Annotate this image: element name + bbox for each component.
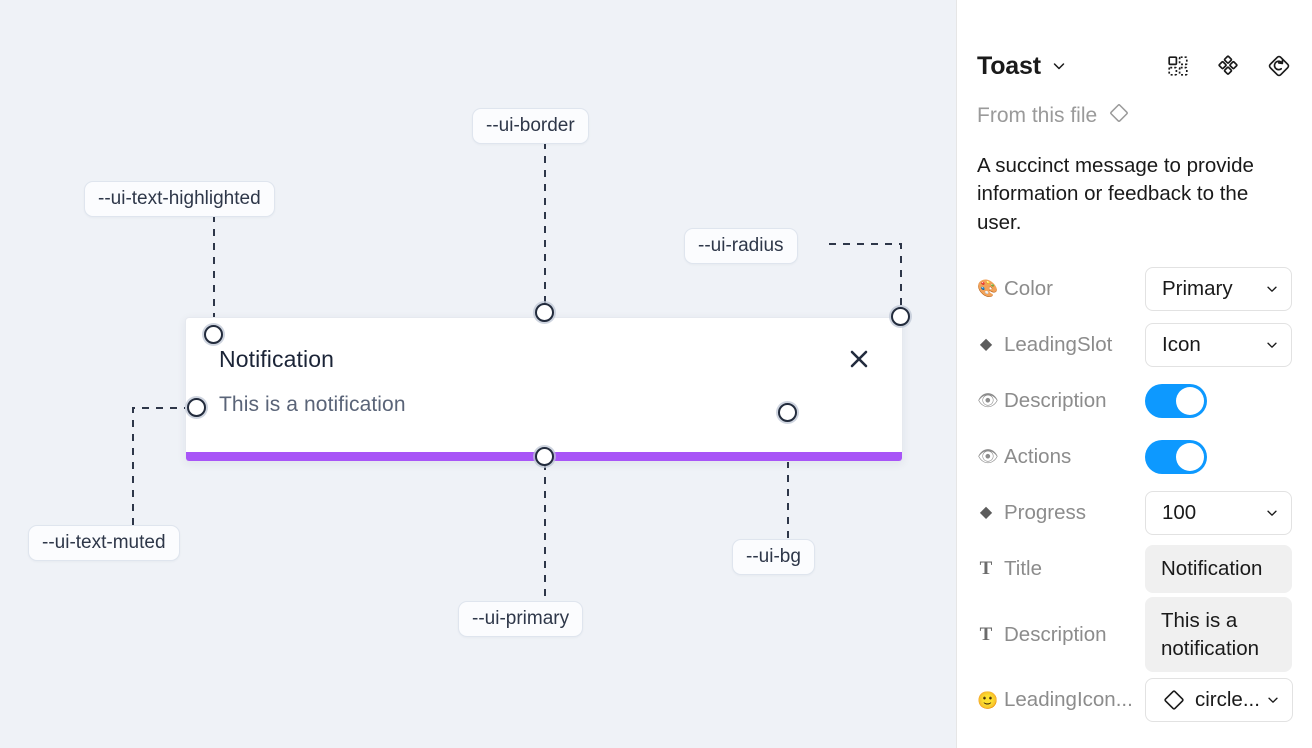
token-handle-ui-primary[interactable] xyxy=(535,447,554,466)
property-label-progress: ◆ Progress xyxy=(977,501,1145,525)
property-label-title: T Title xyxy=(977,557,1145,581)
property-control-leadingslot: Icon xyxy=(1145,322,1292,367)
property-label-text: Color xyxy=(1004,276,1053,300)
property-control-description-visible xyxy=(1145,383,1292,418)
progress-select-value: 100 xyxy=(1162,500,1197,524)
page-title: Toast xyxy=(977,51,1041,80)
chevron-down-icon xyxy=(1265,282,1279,296)
token-pill-ui-bg[interactable]: --ui-bg xyxy=(732,539,815,575)
property-row-actions-visible: 👁 Actions xyxy=(977,429,1292,485)
leadingslot-select[interactable]: Icon xyxy=(1145,322,1292,367)
properties-panel: Toast xyxy=(956,0,1312,748)
property-row-leadingicon: 🙂 LeadingIcon... circle... xyxy=(977,672,1293,728)
token-pill-ui-border[interactable]: --ui-border xyxy=(472,108,589,144)
description-toggle[interactable] xyxy=(1145,383,1207,418)
color-select-value: Primary xyxy=(1162,276,1233,300)
property-row-color: 🎨 Color Primary xyxy=(977,261,1292,317)
design-canvas[interactable]: Notification This is a notification --ui… xyxy=(0,0,956,748)
property-label-description-visible: 👁 Description xyxy=(977,389,1145,413)
diamond-component-icon xyxy=(1162,688,1186,712)
eye-emoji-icon: 👁 xyxy=(977,447,999,467)
property-row-progress: ◆ Progress 100 xyxy=(977,485,1292,541)
chevron-down-icon[interactable] xyxy=(1051,58,1067,74)
reset-instance-icon[interactable] xyxy=(1266,53,1292,79)
leadingslot-select-value: Icon xyxy=(1162,332,1201,356)
toast-component-preview[interactable]: Notification This is a notification xyxy=(185,317,903,462)
progress-select[interactable]: 100 xyxy=(1145,490,1292,535)
close-x-icon[interactable] xyxy=(846,346,872,372)
diamond-icon: ◆ xyxy=(979,335,993,353)
token-pill-ui-radius[interactable]: --ui-radius xyxy=(684,228,798,264)
token-handle-ui-border[interactable] xyxy=(535,303,554,322)
diamond-icon: ◆ xyxy=(979,503,993,521)
property-label-text: Title xyxy=(1004,556,1042,580)
toggle-knob xyxy=(1176,442,1204,471)
panel-header: Toast xyxy=(977,38,1292,94)
component-description: A succinct message to provide informatio… xyxy=(977,154,1254,234)
token-pill-ui-text-highlighted[interactable]: --ui-text-highlighted xyxy=(84,181,275,217)
property-row-description-text: T Description This is a notification xyxy=(977,596,1292,673)
property-label-text: Description xyxy=(1004,388,1107,412)
actions-toggle[interactable] xyxy=(1145,439,1207,474)
text-t-icon: T xyxy=(979,558,993,580)
token-pill-ui-text-muted[interactable]: --ui-text-muted xyxy=(28,525,180,561)
eye-emoji-icon: 👁 xyxy=(977,391,999,411)
token-handle-ui-text-highlighted[interactable] xyxy=(204,325,223,344)
property-row-leadingslot: ◆ LeadingSlot Icon xyxy=(977,317,1292,373)
chevron-down-icon xyxy=(1266,693,1280,707)
property-row-description-visible: 👁 Description xyxy=(977,373,1292,429)
property-label-text: Description xyxy=(1004,622,1107,646)
from-this-file-row: From this file xyxy=(977,102,1292,130)
property-label-text: Progress xyxy=(1004,500,1087,524)
property-control-progress: 100 xyxy=(1145,490,1292,535)
component-grid-icon[interactable] xyxy=(1166,54,1190,78)
property-label-leadingicon: 🙂 LeadingIcon... xyxy=(977,688,1145,712)
title-input[interactable]: Notification xyxy=(1145,545,1292,593)
token-handle-ui-bg[interactable] xyxy=(778,403,797,422)
property-control-actions-visible xyxy=(1145,439,1292,474)
toast-title: Notification xyxy=(219,346,334,372)
components-diamond-icon[interactable] xyxy=(1216,54,1240,78)
chevron-down-icon xyxy=(1265,338,1279,352)
diamond-component-icon xyxy=(1108,102,1130,130)
palette-emoji-icon: 🎨 xyxy=(977,279,999,299)
property-label-text: Actions xyxy=(1004,444,1072,468)
property-label-actions-visible: 👁 Actions xyxy=(977,445,1145,469)
property-label-color: 🎨 Color xyxy=(977,277,1145,301)
token-pill-ui-primary[interactable]: --ui-primary xyxy=(458,601,584,637)
toggle-knob xyxy=(1176,386,1204,415)
token-handle-ui-radius[interactable] xyxy=(891,307,910,326)
property-label-description-text: T Description xyxy=(977,623,1145,647)
color-select[interactable]: Primary xyxy=(1145,266,1292,311)
token-handle-ui-text-muted[interactable] xyxy=(187,398,206,417)
leadingicon-select[interactable]: circle... xyxy=(1145,678,1293,723)
text-t-icon: T xyxy=(979,624,993,646)
property-row-title: T Title Notification xyxy=(977,541,1292,597)
panel-header-actions xyxy=(1166,53,1292,79)
chevron-down-icon xyxy=(1265,506,1279,520)
property-control-color: Primary xyxy=(1145,266,1292,311)
property-label-leadingslot: ◆ LeadingSlot xyxy=(977,333,1145,357)
property-control-leadingicon: circle... xyxy=(1145,678,1293,723)
property-list: 🎨 Color Primary ◆ LeadingSlot xyxy=(977,261,1293,728)
from-this-file-label: From this file xyxy=(977,104,1098,127)
property-label-text: LeadingIcon... xyxy=(1004,688,1133,712)
property-label-text: LeadingSlot xyxy=(1004,332,1113,356)
property-control-title: Notification xyxy=(1145,545,1292,593)
property-control-description-text: This is a notification xyxy=(1145,596,1292,673)
toast-description: This is a notification xyxy=(219,393,406,416)
smiley-emoji-icon: 🙂 xyxy=(977,690,999,710)
description-input[interactable]: This is a notification xyxy=(1145,596,1292,673)
leadingicon-select-value: circle... xyxy=(1195,688,1260,712)
